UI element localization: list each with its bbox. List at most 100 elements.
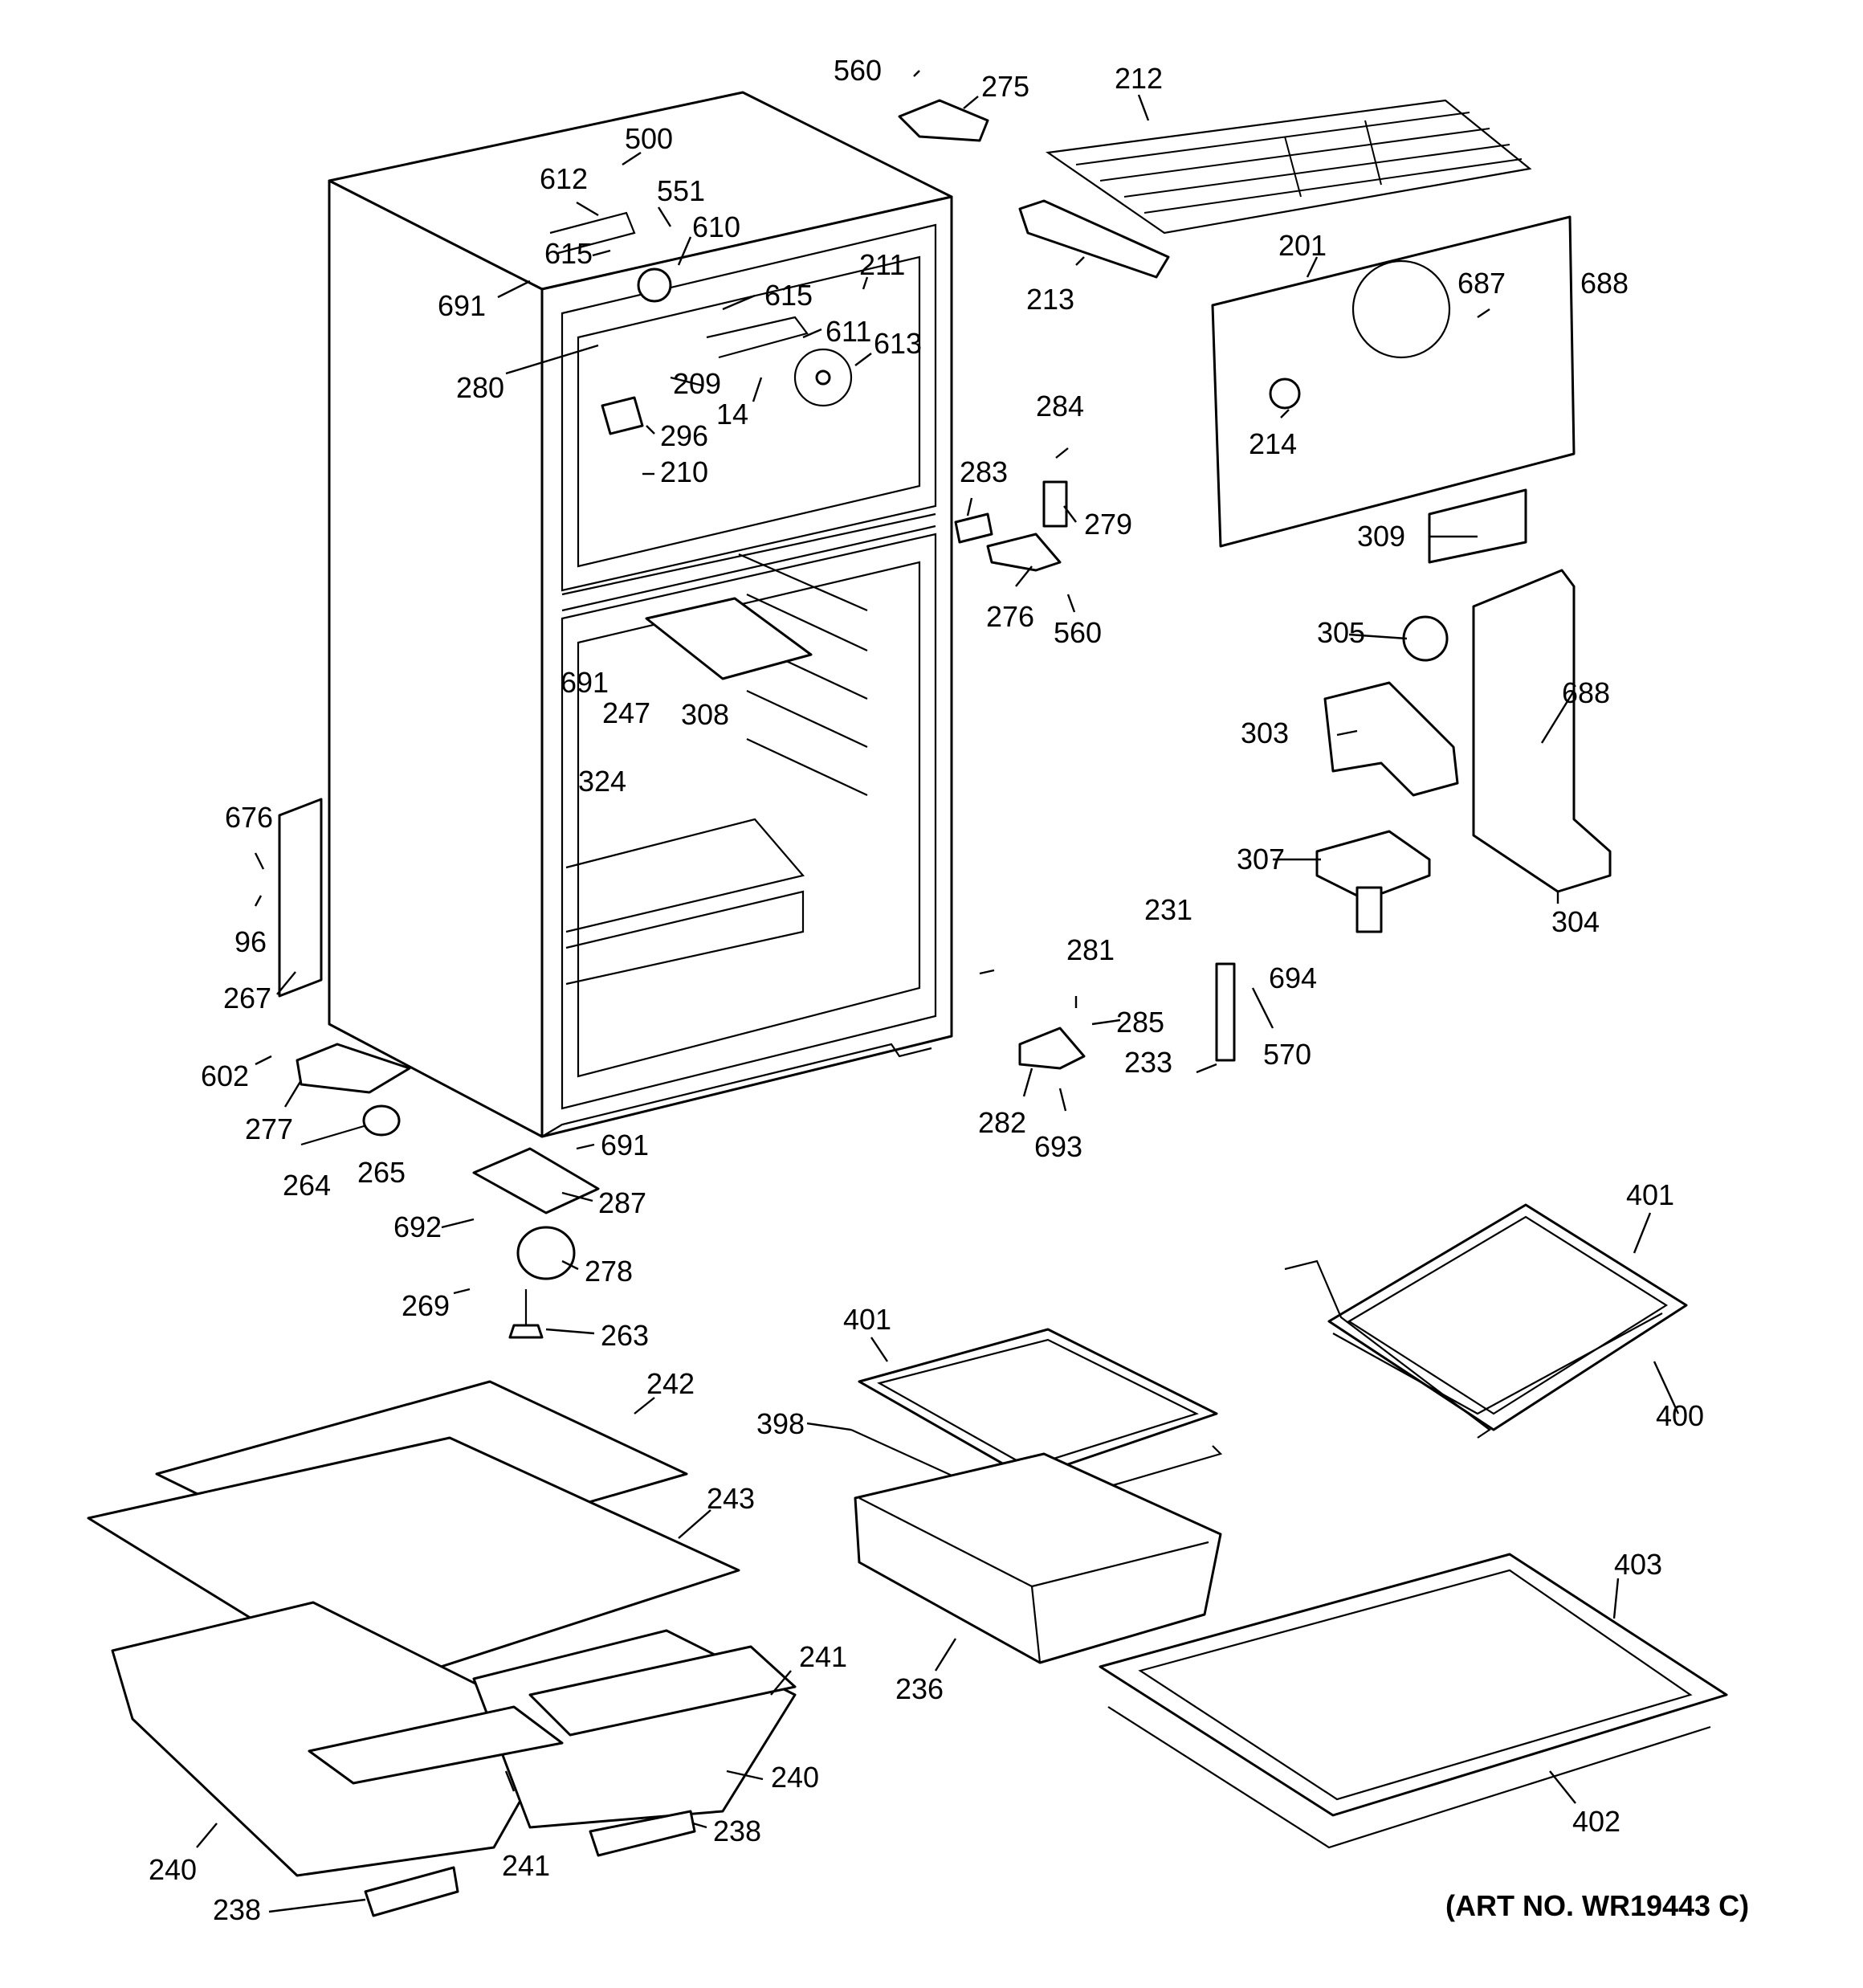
- callout-287: 287: [598, 1186, 646, 1219]
- callout-236: 236: [895, 1672, 944, 1705]
- callout-283: 283: [960, 455, 1008, 488]
- hinge-plate-267: [278, 798, 323, 998]
- callout-247: 247: [602, 696, 650, 729]
- callout-694: 694: [1269, 961, 1317, 994]
- callout-612: 612: [540, 162, 588, 195]
- bracket-611: [706, 316, 809, 359]
- hinge-bracket-276: [986, 533, 1062, 572]
- callout-400: 400: [1656, 1399, 1704, 1432]
- pin-264: [300, 1123, 370, 1146]
- leveler-263: [508, 1289, 544, 1339]
- bracket-238-left: [364, 1866, 459, 1917]
- thermostat-296: [601, 396, 644, 435]
- callout-402: 402: [1572, 1805, 1620, 1838]
- callout-201: 201: [1278, 229, 1327, 262]
- callout-269: 269: [402, 1289, 450, 1322]
- callout-691: 691: [601, 1129, 649, 1161]
- callout-263: 263: [601, 1319, 649, 1352]
- callout-214: 214: [1249, 427, 1297, 460]
- frame-402: [1107, 1706, 1711, 1849]
- callout-560: 560: [1054, 616, 1102, 649]
- callout-233: 233: [1124, 1046, 1172, 1079]
- callout-243: 243: [707, 1482, 755, 1515]
- hinge-282: [1018, 1027, 1086, 1070]
- callout-96: 96: [234, 925, 267, 958]
- callout-570: 570: [1263, 1038, 1311, 1071]
- callout-602: 602: [201, 1059, 249, 1092]
- callout-267: 267: [223, 982, 271, 1014]
- dispenser-housing-304: [1472, 569, 1612, 893]
- glass-shelf-401-center: [858, 1328, 1218, 1480]
- leader-lines: [196, 70, 1680, 1913]
- glass-shelf-401-right: [1284, 1203, 1688, 1439]
- hinge-275: [898, 99, 989, 142]
- frame-400: [1332, 1312, 1663, 1415]
- callout-279: 279: [1084, 508, 1132, 541]
- cup-307: [1315, 830, 1431, 933]
- callout-296: 296: [660, 419, 708, 452]
- callout-611: 611: [826, 315, 871, 348]
- callout-615: 615: [544, 237, 593, 270]
- handle-241-left: [308, 1705, 564, 1785]
- callout-209: 209: [673, 367, 721, 400]
- crisper-pan-240-left: [111, 1601, 564, 1877]
- rail-233: [1215, 962, 1236, 1062]
- callout-281: 281: [1066, 933, 1115, 966]
- callout-401: 401: [1626, 1178, 1674, 1211]
- callout-615: 615: [764, 279, 813, 312]
- fan-613: [793, 348, 853, 407]
- callout-238: 238: [713, 1815, 761, 1847]
- callout-278: 278: [585, 1255, 633, 1288]
- label-309: [1428, 488, 1527, 564]
- ice-tray-213: [1018, 199, 1170, 279]
- callout-692: 692: [393, 1210, 442, 1243]
- cabinet: [328, 91, 953, 1138]
- callout-398: 398: [756, 1407, 805, 1440]
- callout-282: 282: [978, 1106, 1026, 1139]
- callout-307: 307: [1237, 843, 1285, 876]
- gear-305: [1402, 615, 1449, 662]
- callout-304: 304: [1551, 905, 1600, 938]
- bracket-612: [549, 211, 636, 255]
- callout-231: 231: [1144, 893, 1192, 926]
- callout-284: 284: [1036, 390, 1084, 423]
- callout-238: 238: [213, 1893, 261, 1926]
- callout-265: 265: [357, 1156, 406, 1189]
- callout-613: 613: [874, 327, 922, 360]
- callout-324: 324: [578, 765, 626, 798]
- tray-308: [645, 597, 813, 680]
- callout-687: 687: [1457, 267, 1506, 300]
- callout-241: 241: [502, 1849, 550, 1882]
- callout-688: 688: [1580, 267, 1629, 300]
- callout-691: 691: [561, 666, 609, 699]
- callout-308: 308: [681, 698, 729, 731]
- bushing-265: [362, 1104, 401, 1137]
- callout-688: 688: [1562, 676, 1610, 709]
- roller-278: [516, 1226, 576, 1280]
- shaft-279: [1042, 480, 1068, 528]
- callout-401: 401: [843, 1303, 891, 1336]
- callout-212: 212: [1115, 62, 1163, 95]
- callout-275: 275: [981, 70, 1029, 103]
- handle-241-right: [528, 1645, 797, 1737]
- callout-276: 276: [986, 600, 1034, 633]
- callout-241: 241: [799, 1640, 847, 1673]
- callout-691: 691: [438, 289, 486, 322]
- callout-213: 213: [1026, 283, 1074, 316]
- callout-610: 610: [692, 210, 740, 243]
- motor-610: [637, 267, 672, 303]
- frame-398: [850, 1428, 1223, 1512]
- callout-560: 560: [834, 54, 882, 87]
- callout-285: 285: [1116, 1006, 1164, 1039]
- crisper-drawer-236: [854, 1452, 1222, 1664]
- chute-303: [1323, 681, 1459, 797]
- callout-500: 500: [625, 122, 673, 155]
- bracket-283: [954, 512, 993, 544]
- callout-309: 309: [1357, 520, 1405, 553]
- cover-panel-201: [1211, 215, 1576, 548]
- callout-403: 403: [1614, 1548, 1662, 1581]
- art-number: (ART NO. WR19443 C): [1445, 1889, 1749, 1922]
- callout-676: 676: [225, 801, 273, 834]
- callout-551: 551: [657, 174, 705, 207]
